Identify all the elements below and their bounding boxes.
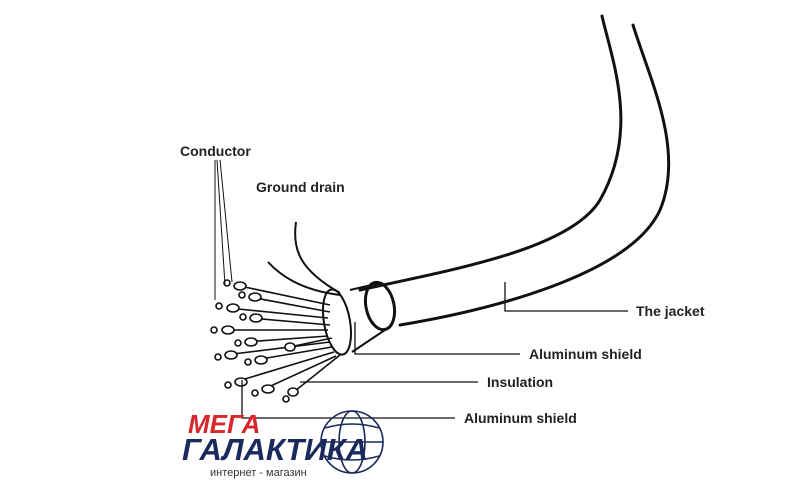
jacket-end-cut (363, 280, 397, 332)
wire-pair (224, 351, 335, 389)
aluminum-shield-inner-leader (241, 380, 455, 419)
label-aluminum-shield-inner: Aluminum shield (464, 410, 577, 426)
ground-drain-wire (267, 221, 341, 296)
wire-pair (284, 337, 333, 352)
cable-jacket (358, 14, 671, 332)
wire-pair (215, 302, 329, 319)
wire-pair (234, 335, 329, 347)
jacket-top-edge (358, 14, 623, 292)
conductor-callout-lines (214, 159, 233, 300)
logo-main-text: ГАЛАКТИКА (182, 432, 368, 467)
shield-top-edge (349, 282, 381, 291)
wire-pair (244, 346, 333, 366)
jacket-leader (504, 282, 628, 312)
drain-wire-line (294, 221, 341, 294)
drain-wire-line-2 (267, 261, 341, 296)
mega-galaktika-logo: МЕГА ГАЛАКТИКА интернет - магазин (182, 409, 384, 479)
globe-icon (320, 410, 384, 474)
logo-top-text: МЕГА (188, 409, 260, 439)
wire-pair (239, 313, 331, 326)
conductor-bundle (210, 279, 341, 403)
label-ground-drain: Ground drain (256, 179, 345, 195)
shield-bottom-edge (351, 329, 386, 353)
leader-lines (241, 282, 628, 419)
aluminum-shield-outer-leader (354, 322, 520, 355)
wire-pair (251, 355, 337, 397)
label-conductor: Conductor (180, 143, 251, 159)
label-aluminum-shield-outer: Aluminum shield (529, 346, 642, 362)
wire-pair (214, 341, 331, 361)
wire-pair (223, 279, 331, 306)
jacket-bottom-edge (398, 23, 671, 327)
wire-pair (210, 325, 328, 335)
label-jacket: The jacket (636, 303, 705, 319)
label-insulation: Insulation (487, 374, 553, 390)
logo-sub-text: интернет - магазин (210, 467, 307, 479)
shield-end (321, 288, 353, 356)
wire-pair (282, 354, 341, 403)
wire-pair (238, 291, 331, 313)
